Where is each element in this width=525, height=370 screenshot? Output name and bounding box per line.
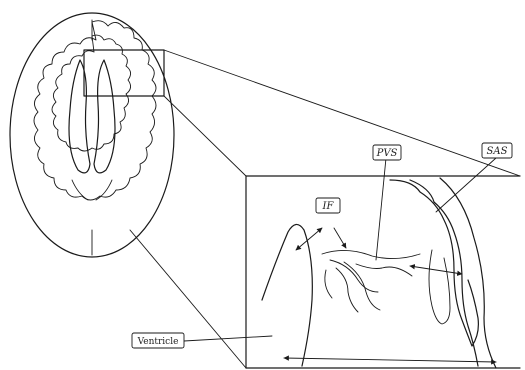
arrows bbox=[284, 228, 496, 362]
label-ventricle: Ventricle bbox=[132, 333, 272, 348]
label-ventricle-text: Ventricle bbox=[137, 337, 179, 347]
bottom-span-arrow bbox=[284, 358, 496, 362]
zoom-line-top bbox=[164, 50, 520, 176]
vessel-branch-5 bbox=[325, 270, 332, 298]
sas-boundary bbox=[410, 180, 478, 366]
pia-surface bbox=[390, 180, 478, 346]
lateral-ventricle-right bbox=[94, 60, 115, 173]
vessel-branch-4 bbox=[356, 264, 412, 276]
cortex-fold bbox=[429, 250, 450, 324]
label-pvs-text: PVS bbox=[376, 148, 398, 159]
pvs-leader-line bbox=[376, 158, 386, 260]
cortex-inner-outline bbox=[52, 35, 131, 151]
vessel-main bbox=[322, 250, 420, 258]
label-if-text: IF bbox=[322, 201, 335, 212]
zoom-line-mid bbox=[164, 96, 246, 176]
label-pvs: PVS bbox=[373, 145, 401, 260]
ventricle-leader-line bbox=[184, 336, 272, 341]
sas-leader-line bbox=[436, 158, 496, 212]
lateral-ventricle-left bbox=[69, 60, 90, 173]
outer-membrane bbox=[440, 178, 496, 368]
zoom-region-box bbox=[84, 50, 164, 96]
ventricle-wall bbox=[262, 224, 312, 366]
vessel-branch-1 bbox=[330, 260, 378, 292]
label-sas-text: SAS bbox=[487, 146, 508, 157]
label-if: IF bbox=[316, 198, 340, 213]
zoom-panel bbox=[246, 176, 520, 368]
if-arrow-right bbox=[334, 228, 346, 248]
label-sas: SAS bbox=[436, 143, 512, 212]
